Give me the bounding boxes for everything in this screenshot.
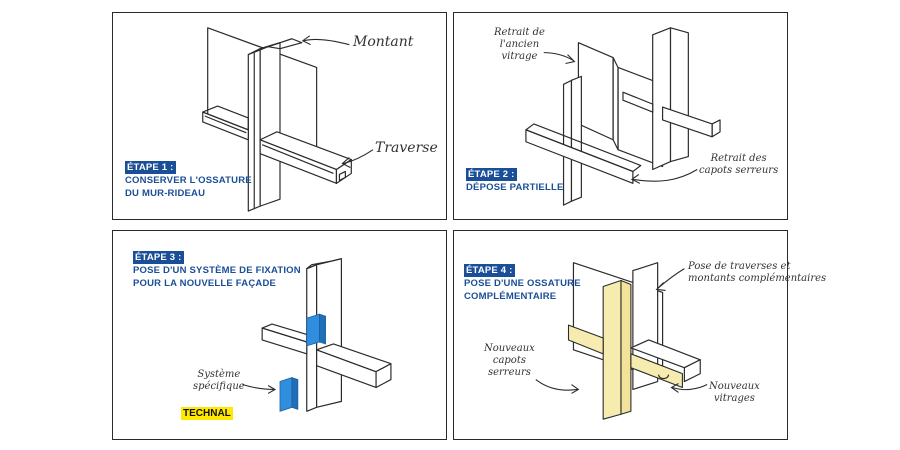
new-transoms-line-2: montants complémentaires <box>688 273 827 284</box>
step-4-line-1: POSE D'UNE OSSATURE <box>464 278 581 289</box>
step-2-caption: ÉTAPE 2 : DÉPOSE PARTIELLE <box>466 168 564 194</box>
new-glazing-line-1: Nouveaux <box>709 381 760 392</box>
step-2-badge: ÉTAPE 2 : <box>466 168 517 181</box>
montant-label: Montant <box>353 34 414 50</box>
old-glazing-line-2: l'ancien <box>499 39 540 50</box>
fixing-system-drawing <box>242 258 392 412</box>
new-glazing-line-2: vitrages <box>713 393 755 404</box>
partial-removal-drawing <box>525 27 721 206</box>
step-1-line-2: DU MUR-RIDEAU <box>125 188 206 199</box>
panel-step-3: Système spécifique TECHNAL ÉTAPE 3 : POS… <box>112 230 447 440</box>
cover-caps-line-1: Retrait des <box>710 153 767 164</box>
cover-caps-removal-label: Retrait des capots serreurs <box>699 153 778 177</box>
step-3-line-2: POUR LA NOUVELLE FAÇADE <box>133 278 277 289</box>
new-transoms-label: Pose de traverses et montants complément… <box>688 261 826 285</box>
step-4-badge: ÉTAPE 4 : <box>464 264 515 277</box>
old-glazing-line-3: vitrage <box>501 51 538 62</box>
step-3-badge: ÉTAPE 3 : <box>133 251 184 264</box>
curtain-wall-frame-drawing <box>202 27 374 212</box>
old-glazing-removal-label: Retrait de l'ancien vitrage <box>494 27 545 63</box>
new-transoms-line-1: Pose de traverses et <box>688 261 791 272</box>
specific-system-line-1: Système <box>197 369 241 380</box>
step-1-line-1: CONSERVER L'OSSATURE <box>125 175 252 186</box>
new-caps-line-1: Nouveaux <box>484 343 535 354</box>
new-cover-caps-label: Nouveaux capots serreurs <box>484 343 535 379</box>
specific-system-line-2: spécifique <box>193 381 245 392</box>
step-2-line-1: DÉPOSE PARTIELLE <box>466 182 564 193</box>
step-1-caption: ÉTAPE 1 : CONSERVER L'OSSATURE DU MUR-RI… <box>125 161 252 200</box>
technal-brand-label: TECHNAL <box>181 407 233 420</box>
panel-step-1: Montant Traverse ÉTAPE 1 : CONSERVER L'O… <box>112 12 447 220</box>
panel-step-4: Pose de traverses et montants complément… <box>453 230 826 440</box>
new-glazing-label: Nouveaux vitrages <box>709 381 760 405</box>
step-3-caption: ÉTAPE 3 : POSE D'UN SYSTÈME DE FIXATION … <box>133 251 301 290</box>
new-caps-line-3: serreurs <box>487 367 531 378</box>
step-3-line-1: POSE D'UN SYSTÈME DE FIXATION <box>133 265 301 276</box>
new-caps-line-2: capots <box>492 355 526 366</box>
complementary-frame-drawing <box>535 262 708 420</box>
panel-step-2: Retrait de l'ancien vitrage Retrait des … <box>453 12 788 220</box>
specific-system-label: Système spécifique <box>193 369 245 393</box>
cover-caps-line-2: capots serreurs <box>699 165 779 176</box>
step-4-caption: ÉTAPE 4 : POSE D'UNE OSSATURE COMPLÉMENT… <box>464 264 581 303</box>
step-1-badge: ÉTAPE 1 : <box>125 161 176 174</box>
old-glazing-line-1: Retrait de <box>494 27 545 38</box>
step-4-line-2: COMPLÉMENTAIRE <box>464 291 557 302</box>
traverse-label: Traverse <box>375 140 438 156</box>
